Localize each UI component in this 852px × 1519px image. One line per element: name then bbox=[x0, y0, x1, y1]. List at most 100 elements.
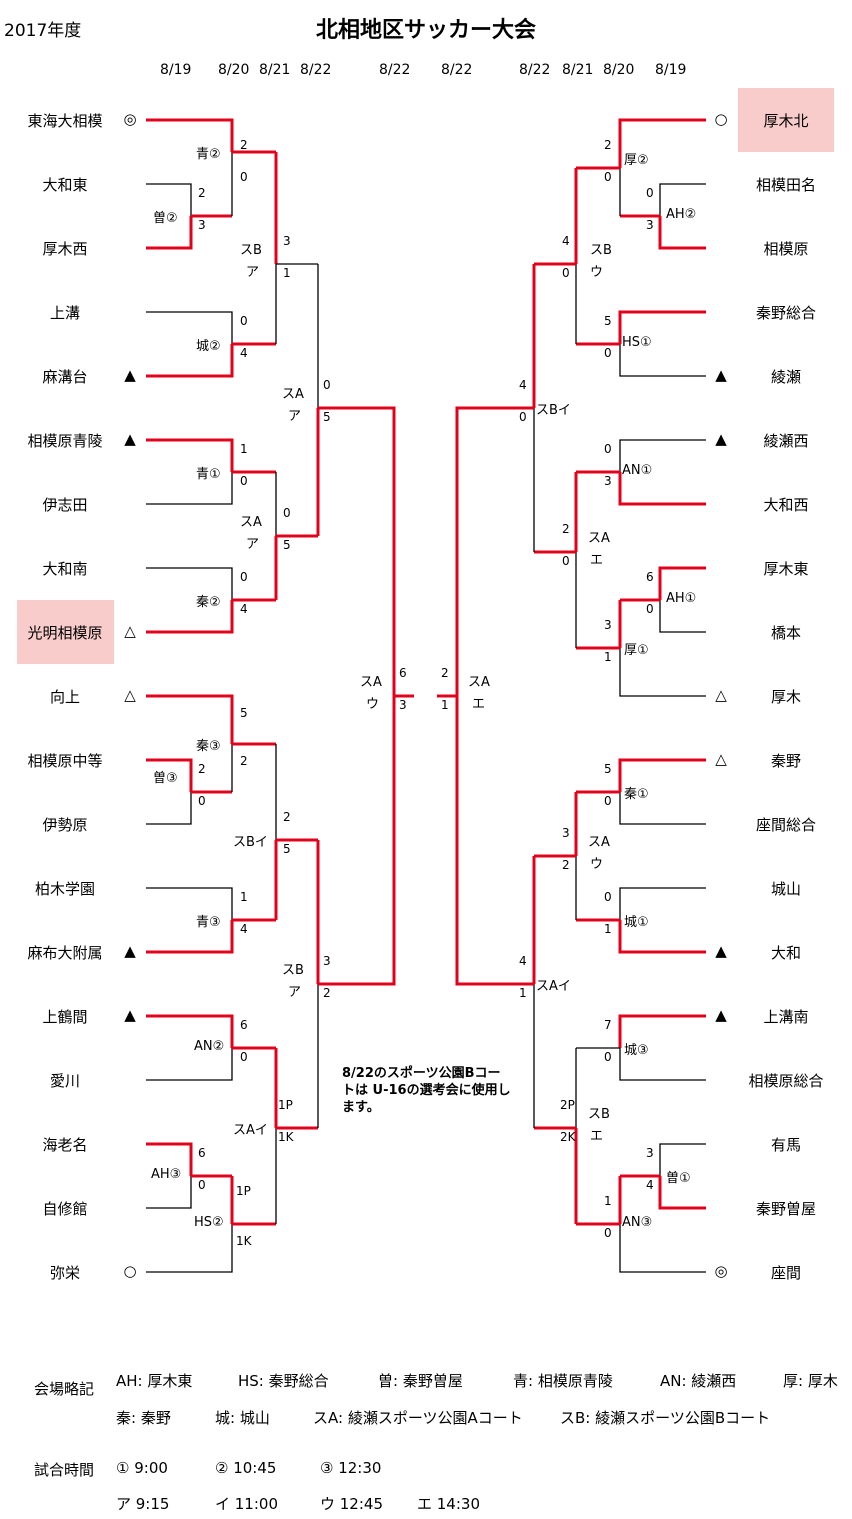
score-label: 1 bbox=[240, 442, 248, 456]
score-label: 1 bbox=[519, 986, 527, 1000]
score-label: 0 bbox=[240, 1050, 248, 1064]
winner-path bbox=[618, 920, 706, 954]
bracket-line bbox=[619, 1048, 706, 1081]
venue-label: 厚① bbox=[624, 643, 649, 658]
score-label: 3 bbox=[323, 954, 331, 968]
venue-legend-5: AN: 綾瀬西 bbox=[660, 1372, 737, 1390]
score-label: 6 bbox=[240, 1018, 248, 1032]
year-label: 2017年度 bbox=[4, 21, 82, 41]
score-label: 0 bbox=[604, 346, 612, 360]
bracket-line bbox=[146, 1048, 233, 1081]
score-label: 3 bbox=[562, 826, 570, 840]
score-label: 0 bbox=[646, 186, 654, 200]
date-right-2: 8/20 bbox=[603, 62, 635, 78]
left-team-name: 厚木西 bbox=[42, 240, 88, 258]
score-label: 2 bbox=[240, 138, 248, 152]
venue-label: スB bbox=[240, 243, 262, 258]
venue-label: ア bbox=[246, 265, 260, 280]
date-left-1: 8/19 bbox=[160, 62, 192, 78]
left-team-name: 海老名 bbox=[42, 1136, 88, 1154]
score-label: 2 bbox=[283, 810, 291, 824]
score-label: 1P bbox=[236, 1184, 251, 1198]
right-team-name: 座間総合 bbox=[755, 816, 816, 834]
winner-path bbox=[658, 566, 706, 600]
venue-label: ア bbox=[246, 537, 260, 552]
date-right-3: 8/21 bbox=[562, 62, 594, 78]
date-left-3: 8/21 bbox=[259, 62, 291, 78]
venue-label: 青③ bbox=[196, 915, 221, 930]
score-label: 4 bbox=[519, 954, 527, 968]
winner-path bbox=[618, 758, 706, 792]
time-legend-3: ③ 12:30 bbox=[320, 1459, 382, 1477]
bracket-line bbox=[146, 1176, 192, 1209]
right-team-name: 厚木東 bbox=[763, 560, 809, 578]
left-team-name: 光明相模原 bbox=[27, 624, 103, 642]
score-label: 2 bbox=[323, 986, 331, 1000]
left-team-name: 麻布大附属 bbox=[27, 944, 103, 962]
venue-legend-1: AH: 厚木東 bbox=[116, 1372, 193, 1390]
venue-label: AH③ bbox=[151, 1167, 182, 1182]
right-team-name: 厚木 bbox=[770, 688, 801, 706]
time-legend-4: ア 9:15 bbox=[116, 1495, 170, 1513]
venue-label: スA bbox=[588, 835, 610, 850]
winner-path bbox=[618, 310, 706, 344]
score-label: 2P bbox=[560, 1098, 575, 1112]
right-team-name: 座間 bbox=[770, 1264, 801, 1282]
score-label: 0 bbox=[198, 794, 206, 808]
venue-label: スA bbox=[588, 531, 610, 546]
notice-text: 8/22のスポーツ公園Bコートは U-16の選考会に使用します。 bbox=[342, 1066, 511, 1115]
date-center-1: 8/22 bbox=[379, 62, 411, 78]
venue-legend-label: 会場略記 bbox=[34, 1380, 95, 1398]
winner-path bbox=[146, 118, 234, 152]
score-label: 0 bbox=[604, 442, 612, 456]
score-label: 1 bbox=[604, 922, 612, 936]
left-team-name: 伊志田 bbox=[42, 496, 88, 514]
bracket-line bbox=[146, 1224, 233, 1273]
right-team-mark: ◎ bbox=[714, 1262, 728, 1280]
venue-label: 城① bbox=[624, 915, 649, 930]
right-team-name: 橋本 bbox=[770, 624, 801, 642]
left-team-mark: △ bbox=[124, 686, 136, 704]
venue-label: エ bbox=[590, 1129, 604, 1144]
time-legend-5: イ 11:00 bbox=[215, 1495, 278, 1513]
right-team-name: 秦野曽屋 bbox=[755, 1200, 816, 1218]
date-right-1: 8/19 bbox=[655, 62, 687, 78]
score-label: 0 bbox=[604, 890, 612, 904]
venue-label: AN① bbox=[622, 463, 653, 478]
left-team-mark: ○ bbox=[123, 1262, 137, 1280]
score-label: 2 bbox=[198, 762, 206, 776]
score-label: 5 bbox=[283, 842, 291, 856]
left-team-mark: ▲ bbox=[124, 1006, 136, 1024]
score-label: 1 bbox=[283, 266, 291, 280]
right-team-mark: ▲ bbox=[715, 1006, 727, 1024]
left-team-mark: △ bbox=[124, 622, 136, 640]
left-team-name: 向上 bbox=[49, 688, 80, 706]
winner-path bbox=[318, 406, 396, 696]
score-label: 4 bbox=[240, 602, 248, 616]
winner-path bbox=[618, 472, 706, 506]
right-team-name: 相模田名 bbox=[755, 176, 816, 194]
score-label: 3 bbox=[283, 234, 291, 248]
left-team-mark: ◎ bbox=[123, 110, 137, 128]
score-label: 3 bbox=[399, 698, 407, 712]
right-team-name: 厚木北 bbox=[763, 112, 809, 130]
bracket-line bbox=[659, 1143, 706, 1176]
venue-label: スBイ bbox=[536, 403, 571, 418]
venue-label: スA bbox=[282, 387, 304, 402]
score-label: 2 bbox=[441, 666, 449, 680]
score-label: 0 bbox=[604, 794, 612, 808]
score-label: 0 bbox=[519, 410, 527, 424]
venue-label: 城② bbox=[196, 339, 221, 354]
venue-label: スA bbox=[240, 515, 262, 530]
right-team-mark: △ bbox=[715, 750, 727, 768]
right-team-name: 綾瀬西 bbox=[763, 432, 809, 450]
score-label: 0 bbox=[646, 602, 654, 616]
right-team-name: 上溝南 bbox=[763, 1008, 809, 1026]
left-team-mark: ▲ bbox=[124, 430, 136, 448]
score-label: 1 bbox=[441, 698, 449, 712]
score-label: 5 bbox=[604, 762, 612, 776]
highlight-koumei bbox=[17, 600, 114, 664]
right-team-name: 城山 bbox=[770, 880, 801, 898]
score-label: 3 bbox=[604, 618, 612, 632]
